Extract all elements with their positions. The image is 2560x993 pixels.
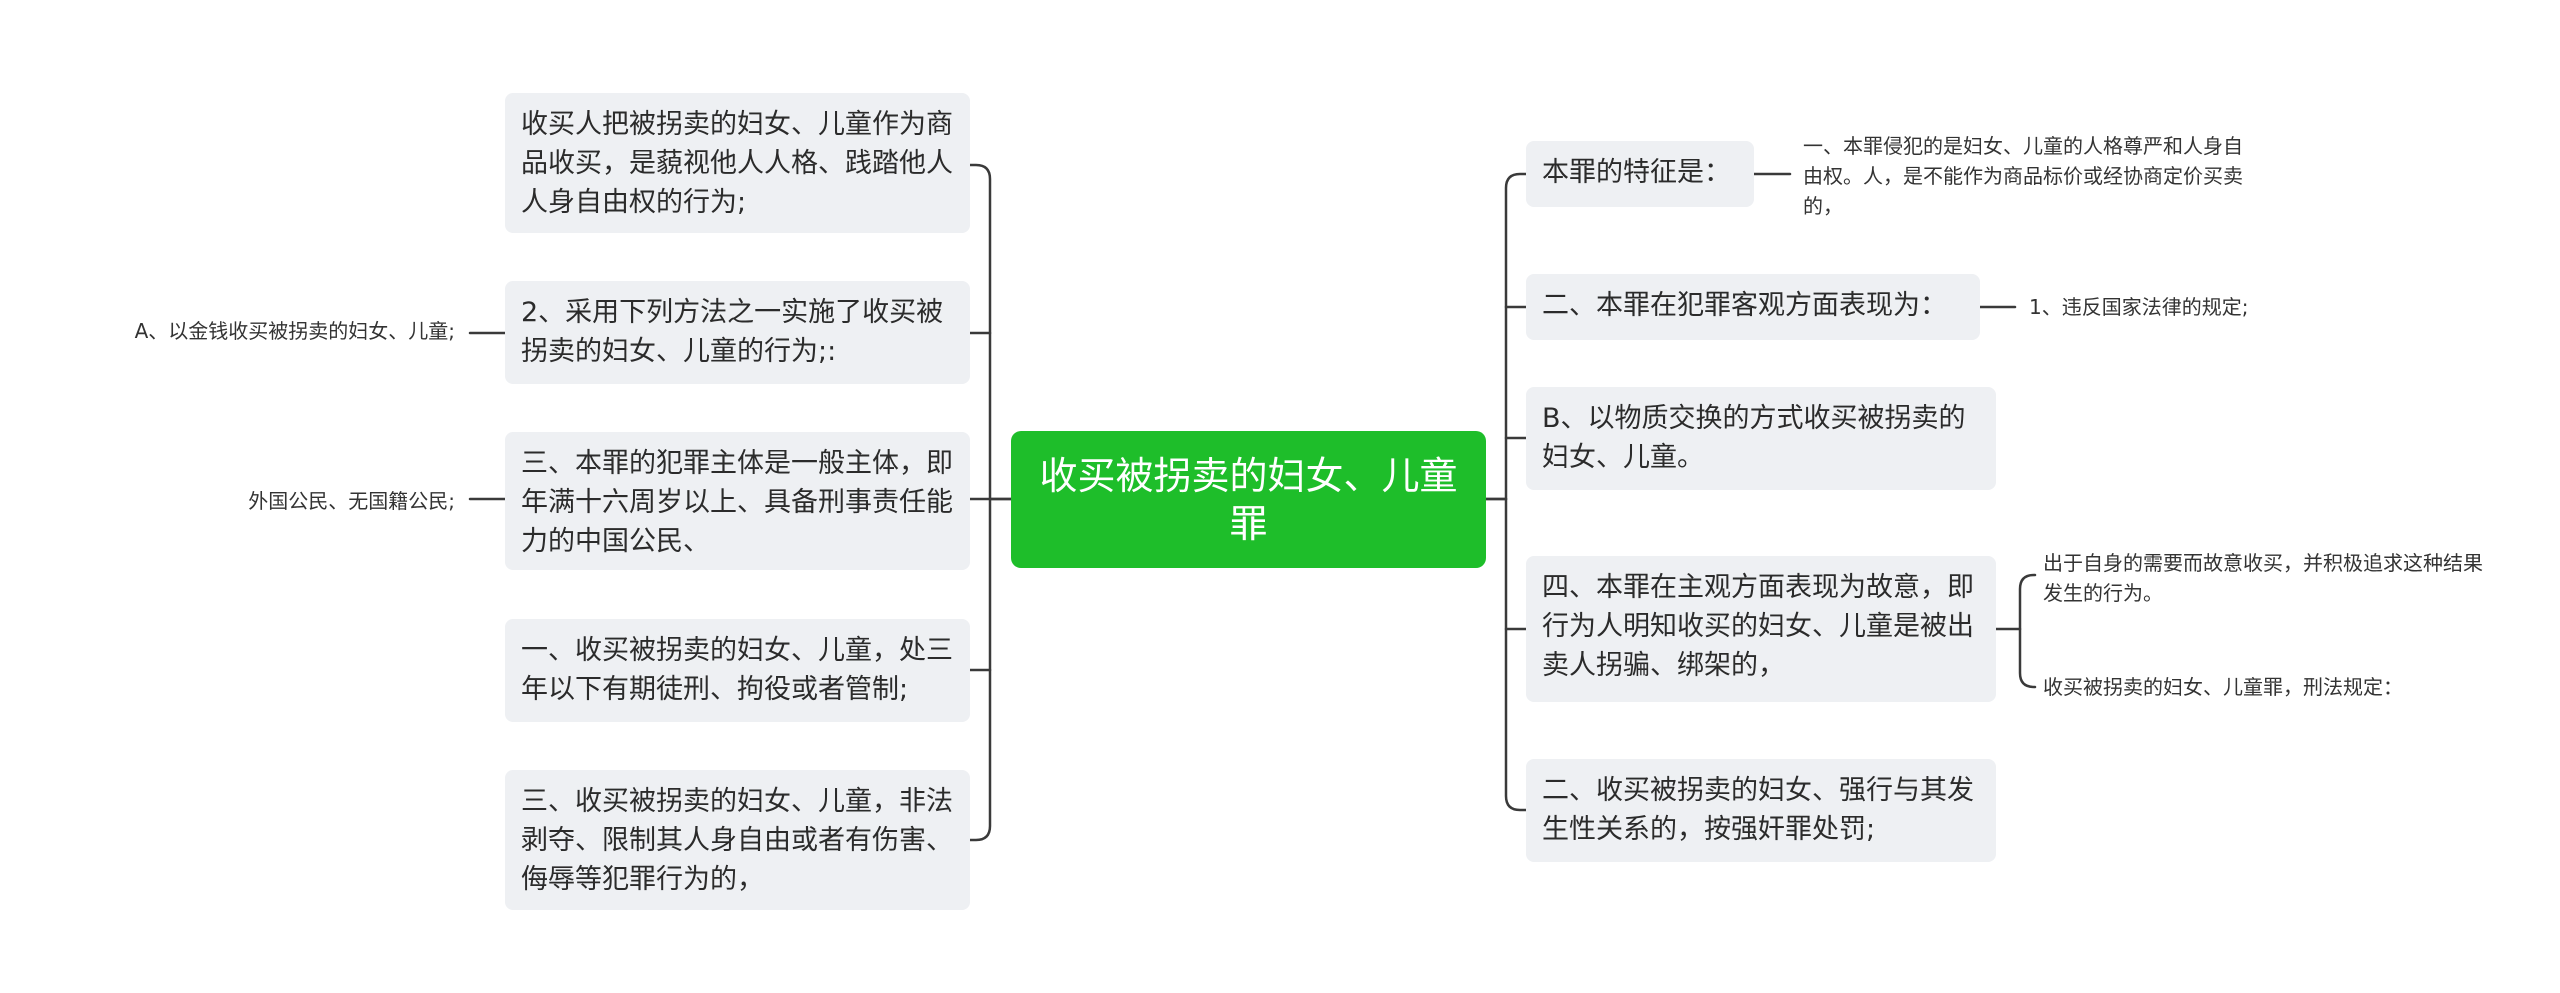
right-leaf-2-1[interactable]: 1、违反国家法律的规定; [2029,295,2249,319]
right-topic-5[interactable]: 二、收买被拐卖的妇女、强行与其发生性关系的，按强奸罪处罚; [1526,759,1996,862]
right-leaf-4-2[interactable]: 收买被拐卖的妇女、儿童罪，刑法规定： [2043,675,2403,699]
left-spine [968,163,992,842]
left-topic-3[interactable]: 三、本罪的犯罪主体是一般主体，即年满十六周岁以上、具备刑事责任能力的中国公民、 [505,432,970,570]
right-fork-4 [2018,573,2037,689]
left-topic-4[interactable]: 一、收买被拐卖的妇女、儿童，处三年以下有期徒刑、拘役或者管制; [505,619,970,722]
left-leaf-3-1[interactable]: 外国公民、无国籍公民; [248,489,455,513]
right-spine [1504,172,1528,812]
root-topic[interactable]: 收买被拐卖的妇女、儿童罪 [1011,431,1486,568]
right-topic-2[interactable]: 二、本罪在犯罪客观方面表现为： [1526,274,1980,340]
left-leaf-2-1[interactable]: A、以金钱收买被拐卖的妇女、儿童; [134,319,455,343]
right-leaf-1-1[interactable]: 一、本罪侵犯的是妇女、儿童的人格尊严和人身自由权。人，是不能作为商品标价或经协商… [1803,134,2243,218]
right-topic-4[interactable]: 四、本罪在主观方面表现为故意，即行为人明知收买的妇女、儿童是被出卖人拐骗、绑架的… [1526,556,1996,702]
right-topic-1[interactable]: 本罪的特征是： [1526,141,1754,207]
right-leaf-4-1[interactable]: 出于自身的需要而故意收买，并积极追求这种结果发生的行为。 [2043,551,2483,605]
left-topic-5[interactable]: 三、收买被拐卖的妇女、儿童，非法剥夺、限制其人身自由或者有伤害、侮辱等犯罪行为的… [505,770,970,910]
left-topic-2[interactable]: 2、采用下列方法之一实施了收买被拐卖的妇女、儿童的行为;: [505,281,970,384]
right-topic-3[interactable]: B、以物质交换的方式收买被拐卖的妇女、儿童。 [1526,387,1996,490]
left-topic-1[interactable]: 收买人把被拐卖的妇女、儿童作为商品收买，是藐视他人人格、践踏他人人身自由权的行为… [505,93,970,233]
